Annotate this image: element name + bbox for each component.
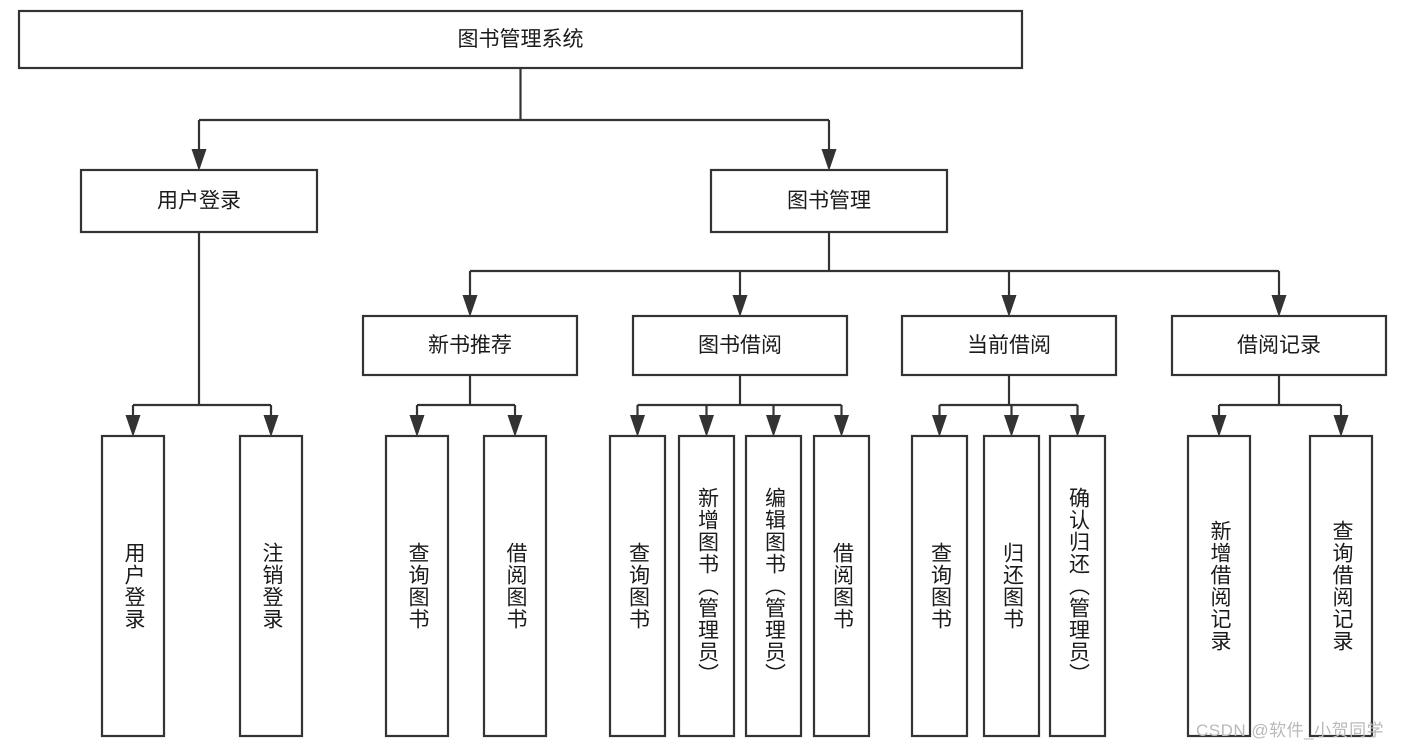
node-label-new-book-recommend: 新书推荐 — [428, 334, 512, 357]
node-box-leaf-confirm-return[interactable] — [1048, 434, 1107, 738]
node-label-current-borrow: 当前借阅 — [967, 334, 1051, 357]
node-box-leaf-query-record[interactable] — [1308, 434, 1374, 738]
node-box-leaf-query-book-1[interactable] — [384, 434, 450, 738]
arrow-head-leaf-query-book-3 — [932, 415, 947, 437]
node-box-leaf-borrow-book-2[interactable] — [812, 434, 871, 738]
arrow-head-leaf-query-record — [1333, 415, 1349, 437]
arrow-head-user-login — [191, 149, 207, 171]
arrow-head-leaf-borrow-book-2 — [834, 415, 849, 437]
node-label-book-borrow: 图书借阅 — [698, 334, 782, 357]
arrow-head-leaf-add-book — [699, 415, 714, 437]
boxes-layer — [17, 9, 1388, 738]
arrow-head-leaf-user-login — [125, 415, 141, 437]
node-label-book-manage: 图书管理 — [787, 190, 871, 213]
arrow-head-current-borrow — [1001, 295, 1017, 317]
node-box-new-book-recommend[interactable] — [361, 314, 579, 377]
node-label-user-login: 用户登录 — [157, 190, 241, 213]
arrow-head-leaf-edit-book — [766, 415, 781, 437]
arrow-head-borrow-record — [1271, 295, 1287, 317]
arrow-head-leaf-confirm-return — [1070, 415, 1085, 437]
arrow-head-leaf-borrow-book-1 — [507, 415, 523, 437]
arrow-head-book-manage — [821, 149, 837, 171]
arrow-head-leaf-query-book-1 — [409, 415, 425, 437]
node-box-leaf-user-login[interactable] — [100, 434, 166, 738]
node-box-leaf-edit-book[interactable] — [744, 434, 803, 738]
node-box-user-login[interactable] — [79, 168, 319, 234]
node-box-leaf-add-book[interactable] — [677, 434, 736, 738]
node-box-leaf-query-book-3[interactable] — [910, 434, 969, 738]
edges-layer — [125, 68, 1349, 437]
node-box-leaf-add-record[interactable] — [1186, 434, 1252, 738]
arrow-head-leaf-add-record — [1211, 415, 1227, 437]
node-label-borrow-record: 借阅记录 — [1237, 334, 1321, 357]
arrow-head-leaf-query-book-2 — [630, 415, 645, 437]
node-box-current-borrow[interactable] — [900, 314, 1118, 377]
node-box-root[interactable] — [17, 9, 1024, 70]
node-box-book-borrow[interactable] — [631, 314, 849, 377]
node-box-leaf-borrow-book-1[interactable] — [482, 434, 548, 738]
arrow-head-book-borrow — [732, 295, 748, 317]
node-box-leaf-logout[interactable] — [238, 434, 304, 738]
node-box-borrow-record[interactable] — [1170, 314, 1388, 377]
arrow-head-new-book-recommend — [462, 295, 478, 317]
node-box-book-manage[interactable] — [709, 168, 949, 234]
node-box-leaf-query-book-2[interactable] — [608, 434, 667, 738]
node-label-root: 图书管理系统 — [458, 28, 584, 51]
node-box-leaf-return-book[interactable] — [982, 434, 1041, 738]
arrow-head-leaf-return-book — [1004, 415, 1019, 437]
arrow-head-leaf-logout — [263, 415, 279, 437]
csdn-watermark: CSDN @软件_小贺同学 — [1196, 721, 1385, 740]
